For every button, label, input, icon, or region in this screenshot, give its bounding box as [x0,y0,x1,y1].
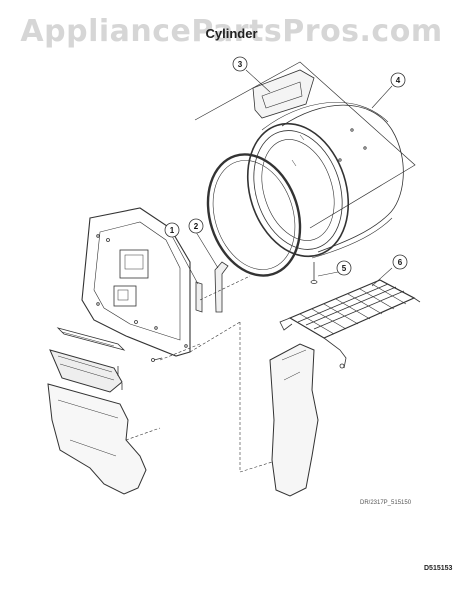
callout-5-label: 5 [342,264,347,273]
assembly-guides [125,275,273,473]
callout-leaders [171,69,393,287]
diagram-title: Cylinder [205,26,258,41]
dryer-drum [246,102,404,259]
lint-screen [49,349,123,393]
callout-2-label: 2 [194,222,199,231]
drawing-reference-large: D515153 [424,565,453,572]
drum-baffle [252,69,315,119]
drum-screw [310,262,318,284]
callout-4-circle [390,72,406,88]
drum-glide-2 [214,261,229,313]
cylinder-group-boundary [194,61,416,229]
callout-2-circle [188,218,204,234]
watermark-text: AppliancePartsPros.com [20,14,443,49]
callout-5-circle [336,260,352,276]
drum-glide-1 [195,281,203,313]
callout-1-label: 1 [170,226,175,235]
callout-6-circle [392,254,408,270]
screw-hardware [117,357,163,390]
callout-4-label: 4 [396,76,401,85]
callout-6-label: 6 [398,258,403,267]
rear-seal-ring [206,153,302,277]
lint-trap-cover [56,327,126,351]
callout-3-circle [232,56,248,72]
drawing-reference-small: DR/2317P_515150 [360,500,412,506]
exhaust-duct [269,343,319,497]
callout-1-circle [164,222,180,238]
drying-rack [279,279,421,369]
lint-duct [47,383,147,495]
callout-3-label: 3 [238,60,243,69]
front-bulkhead [81,207,191,357]
